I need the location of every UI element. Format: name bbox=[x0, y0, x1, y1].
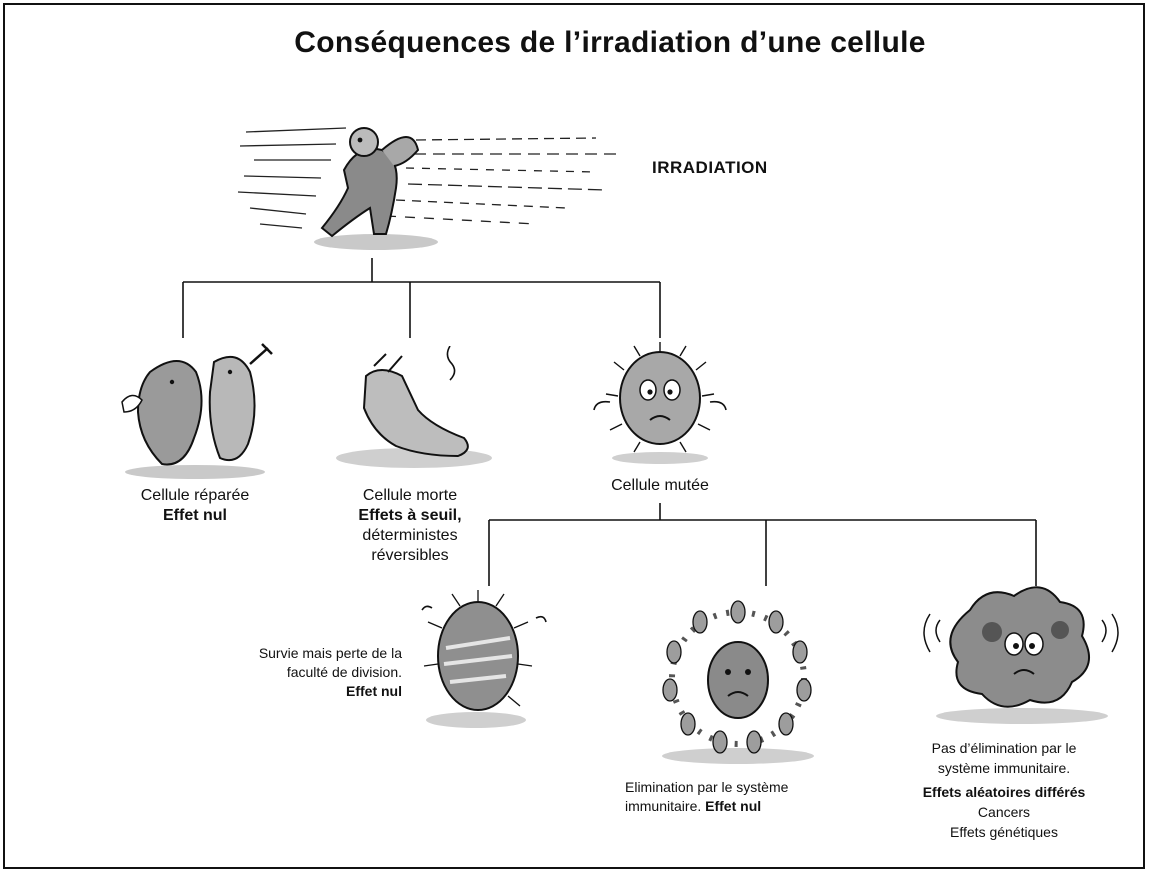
caption-repaired-line1: Cellule réparée bbox=[110, 486, 280, 506]
caption-elimination-line2: immunitaire. bbox=[625, 798, 701, 814]
caption-mutated-line1: Cellule mutée bbox=[562, 476, 758, 496]
caption-repaired: Cellule réparée Effet nul bbox=[110, 486, 280, 526]
caption-elimination-line2-row: immunitaire. Effet nul bbox=[625, 797, 865, 816]
repaired-cell-illustration bbox=[110, 332, 280, 482]
caption-no-elimination-line1: Pas d’élimination par le bbox=[874, 738, 1134, 758]
caption-no-elimination-line4: Cancers bbox=[874, 802, 1134, 822]
caption-dead-line1: Cellule morte bbox=[320, 486, 500, 506]
caption-no-elimination: Pas d’élimination par le système immunit… bbox=[874, 738, 1134, 842]
irradiation-label: IRRADIATION bbox=[652, 158, 768, 178]
caption-no-elimination-line5: Effets génétiques bbox=[874, 822, 1134, 842]
caption-elimination: Elimination par le système immunitaire. … bbox=[625, 778, 865, 816]
caption-dead-line4: réversibles bbox=[320, 546, 500, 566]
immune-ring-illustration bbox=[646, 590, 830, 770]
caption-survival-effect: Effet nul bbox=[174, 682, 402, 701]
caption-survival-line2: faculté de division. bbox=[174, 663, 402, 682]
caption-dead-effect: Effets à seuil, bbox=[320, 506, 500, 526]
caption-dead-line3: déterministes bbox=[320, 526, 500, 546]
caption-mutated: Cellule mutée bbox=[562, 476, 758, 496]
caption-no-elimination-effect: Effets aléatoires différés bbox=[874, 782, 1134, 802]
dead-cell-illustration bbox=[326, 346, 496, 476]
caption-survival-line1: Survie mais perte de la bbox=[174, 644, 402, 663]
irradiated-person-illustration bbox=[236, 110, 626, 260]
caption-elimination-effect: Effet nul bbox=[705, 798, 761, 814]
non-dividing-cell-illustration bbox=[416, 588, 556, 738]
caption-no-elimination-line2: système immunitaire. bbox=[874, 758, 1134, 778]
cancerous-cell-illustration bbox=[910, 570, 1130, 730]
caption-survival: Survie mais perte de la faculté de divis… bbox=[174, 644, 402, 701]
mutated-cell-illustration bbox=[580, 340, 740, 470]
caption-repaired-effect: Effet nul bbox=[110, 506, 280, 526]
caption-elimination-line1: Elimination par le système bbox=[625, 778, 865, 797]
caption-dead: Cellule morte Effets à seuil, déterminis… bbox=[320, 486, 500, 566]
